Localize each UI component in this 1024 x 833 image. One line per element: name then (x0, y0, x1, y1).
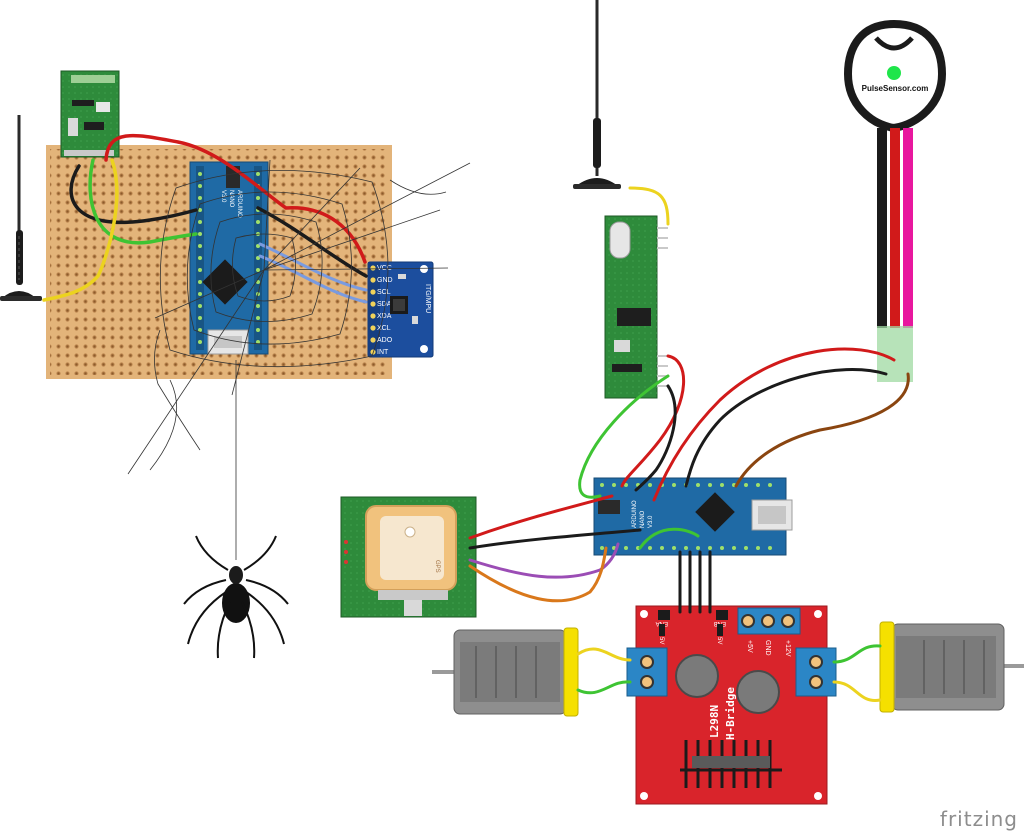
hbridge-power-plus5: +5V (746, 640, 753, 653)
dc-motor-right (879, 621, 1024, 713)
nano-right-model: NANO (640, 510, 646, 528)
hbridge-enb-label: ENB (714, 620, 726, 626)
imu-module: VCC GND SCL SDA XDA XCL ADO INT ITG/MPU (367, 261, 434, 358)
dc-motor-left (432, 627, 579, 717)
antenna-icon (0, 115, 42, 301)
pulse-sensor: PulseSensor.com (843, 19, 947, 382)
imu-pin-scl: SCL (377, 289, 391, 296)
imu-pin-sda: SDA (377, 301, 392, 308)
nano-left-version: V3.0 (220, 190, 226, 203)
imu-vertical-label: ITG/MPU (424, 284, 431, 313)
fritzing-watermark: fritzing (939, 807, 1018, 831)
spiderweb (127, 159, 471, 560)
nano-right-brand: ARDUINO (632, 500, 638, 528)
imu-pin-ado: ADO (377, 337, 393, 344)
gps-label: GPS (434, 560, 440, 573)
pulse-led-icon (887, 66, 901, 80)
imu-pin-xda: XDA (377, 313, 392, 320)
arduino-nano-left: ARDUINO NANO V3.0 (189, 161, 269, 355)
imu-pin-xcl: XCL (377, 325, 391, 332)
rf-transmitter-module (60, 70, 120, 158)
gps-antenna-icon (404, 526, 416, 538)
right-wires (468, 186, 910, 702)
imu-pin-gnd: GND (377, 277, 393, 284)
rf-receiver-module (604, 215, 668, 399)
hbridge-power-plus12: +12V (784, 640, 791, 657)
nano-left-model: NANO (228, 190, 234, 208)
capacitor-icon (736, 670, 780, 714)
nano-left-brand: ARDUINO (236, 190, 242, 218)
hbridge-5v-label-left: 5V (658, 637, 664, 644)
perfboard-assembly: ARDUINO NANO V3.0 VCC GND SCL SDA XDA XC… (0, 70, 471, 560)
nano-right-version: V3.0 (648, 515, 654, 528)
capacitor-icon (675, 654, 719, 698)
spider-icon (183, 535, 289, 659)
hbridge-chip-label: L298N (708, 705, 721, 738)
pulse-sensor-label: PulseSensor.com (862, 84, 929, 93)
hbridge-title: H-Bridge (724, 687, 737, 740)
imu-pin-int: INT (377, 349, 389, 356)
antenna-icon (573, 0, 621, 189)
l298n-hbridge: ENA ENB 5V 5V +5V GND +12V L298N H-Bridg… (626, 605, 837, 805)
hbridge-ena-label: ENA (656, 620, 668, 626)
hbridge-power-gnd: GND (764, 640, 771, 656)
arduino-nano-right: ARDUINO NANO V3.0 (593, 477, 793, 556)
gps-module: GPS (340, 496, 477, 618)
hbridge-5v-label-right: 5V (716, 637, 722, 644)
